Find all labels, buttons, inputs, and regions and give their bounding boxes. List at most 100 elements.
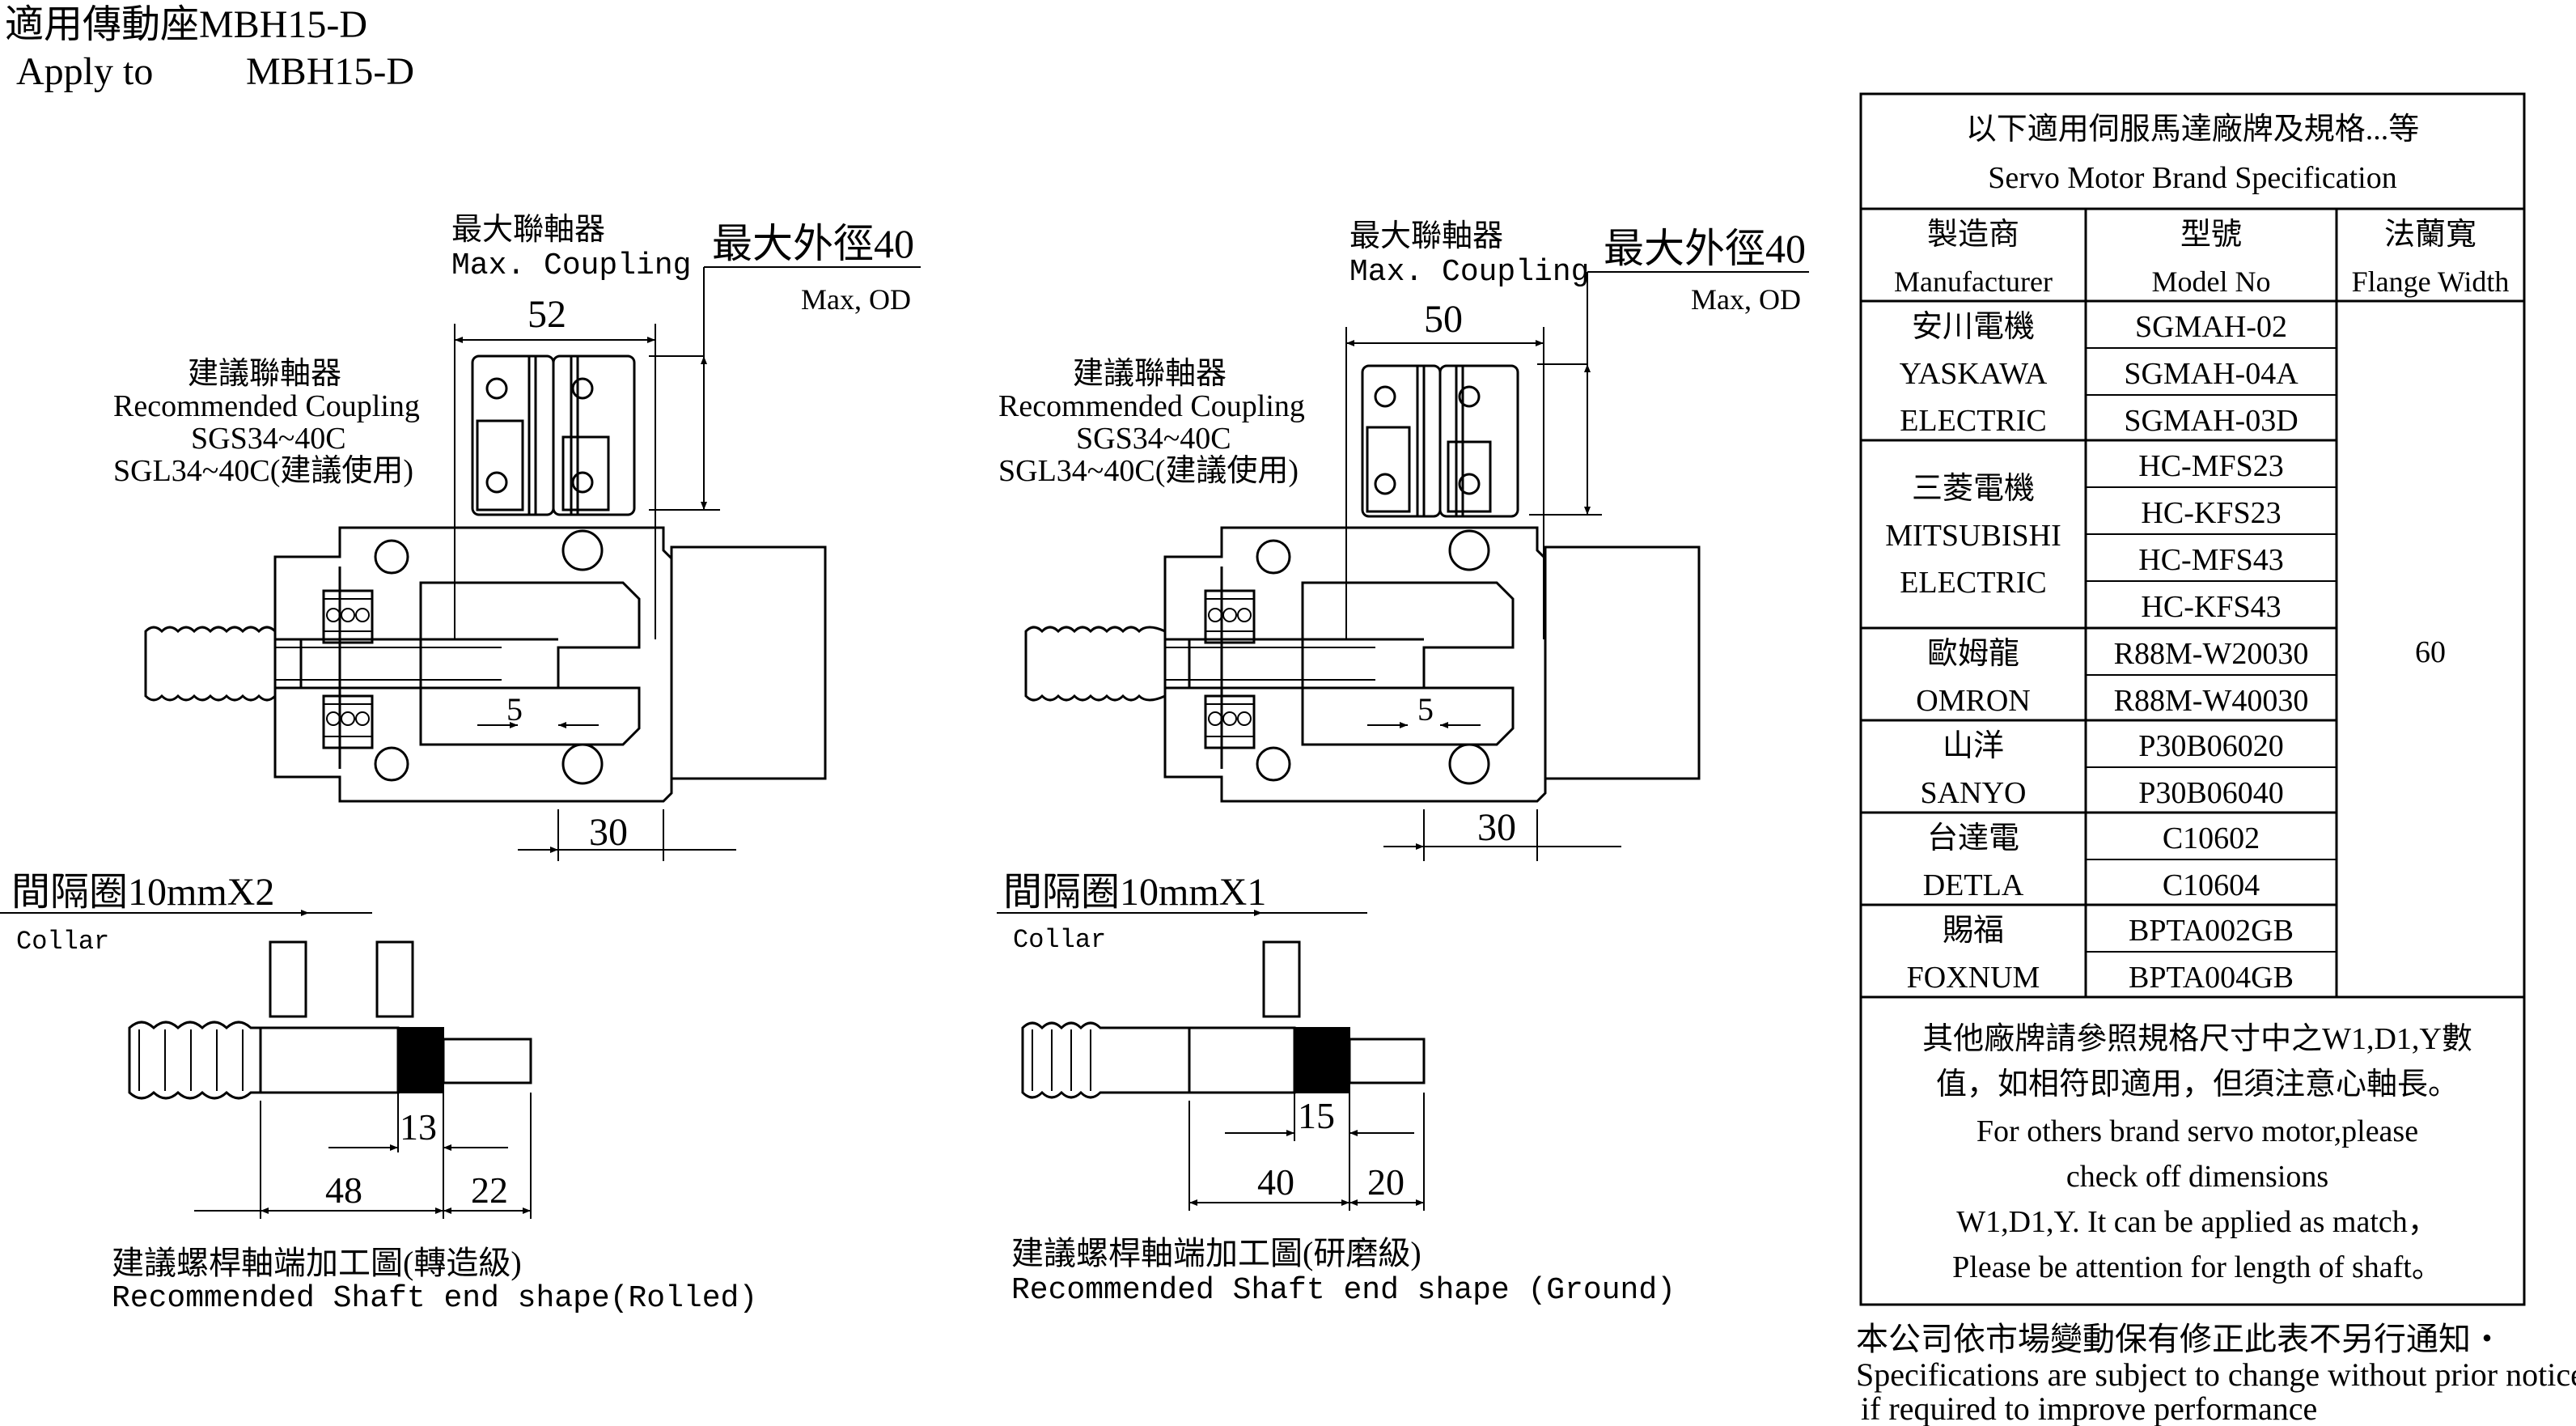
brand-yaskawa-en-2: ELECTRIC: [1900, 404, 2047, 438]
model-hc-kfs23: HC-KFS23: [2141, 496, 2281, 530]
note-en-3: W1,D1,Y. It can be applied as match，: [1956, 1205, 2438, 1239]
spec-table: 以下適用伺服馬達廠牌及規格...等 Servo Motor Brand Spec…: [1859, 92, 2526, 1306]
left-dim-5: 5: [506, 691, 523, 728]
right-dim-5: 5: [1417, 691, 1434, 728]
model-sgmah-04a: SGMAH-04A: [2124, 357, 2298, 391]
right-rec-coupling-zh: 建議聯軸器: [1073, 357, 1227, 391]
left-shaft-end-shape: [128, 1021, 532, 1100]
brand-mitsubishi-en-2: ELECTRIC: [1900, 566, 2047, 600]
col-model-en: Model No: [2152, 265, 2271, 298]
model-r88m-w20030: R88M-W20030: [2114, 637, 2309, 671]
right-max-coupling-en: Max. Coupling: [1349, 255, 1589, 290]
left-rec-coupling-zh: 建議聯軸器: [188, 357, 341, 391]
note-en-4: Please be attention for length of shaft。: [1952, 1250, 2443, 1284]
right-collar-zh: 間隔圈10mmX1: [1003, 871, 1266, 914]
brand-sanyo-zh: 山洋: [1943, 729, 2004, 763]
left-screw-shaft: [144, 626, 558, 702]
left-max-coupling-en: Max. Coupling: [451, 248, 691, 283]
right-dim-15: 15: [1298, 1095, 1335, 1136]
right-collar-1: [1262, 940, 1301, 1018]
right-support-housing: [1163, 526, 1701, 803]
left-collar-zh: 間隔圈10mmX2: [11, 871, 274, 914]
brand-yaskawa-en: YASKAWA: [1900, 357, 2048, 391]
left-max-od-zh: 最大外徑40: [712, 221, 914, 266]
brand-foxnum-en: FOXNUM: [1907, 961, 2040, 995]
left-dim-22: 22: [471, 1169, 508, 1211]
col-flange-zh: 法蘭寬: [2384, 218, 2476, 252]
brand-foxnum-zh: 賜福: [1943, 914, 2004, 948]
brand-delta-en: DETLA: [1923, 868, 2024, 902]
right-coupling-width: 50: [1424, 298, 1463, 341]
model-hc-kfs43: HC-KFS43: [2141, 590, 2281, 624]
right-rec-coupling-model-2: SGL34~40C(建議使用): [998, 454, 1299, 488]
flange-value: 60: [2415, 635, 2446, 669]
brand-omron-en: OMRON: [1916, 684, 2030, 718]
left-dim-13: 13: [400, 1106, 437, 1148]
brand-omron-zh: 歐姆龍: [1927, 637, 2019, 671]
right-dim-30: 30: [1477, 806, 1516, 849]
model-sgmah-02: SGMAH-02: [2135, 310, 2287, 344]
model-p30b06020: P30B06020: [2138, 729, 2283, 763]
right-shaft-caption-en: Recommended Shaft end shape (Ground): [1011, 1273, 1676, 1308]
brand-yaskawa-zh: 安川電機: [1912, 310, 2035, 344]
col-manufacturer-en: Manufacturer: [1894, 265, 2053, 298]
note-en-1: For others brand servo motor,please: [1976, 1114, 2418, 1148]
brand-mitsubishi-zh: 三菱電機: [1912, 472, 2035, 506]
model-bpta004gb: BPTA004GB: [2129, 961, 2294, 995]
footer-notice-zh: 本公司依市場變動保有修正此表不另行通知・: [1856, 1321, 2503, 1357]
left-coupling-width: 52: [527, 293, 566, 336]
right-shaft-caption-zh: 建議螺桿軸端加工圖(研磨級): [1011, 1235, 1421, 1271]
right-rec-coupling-en: Recommended Coupling: [998, 389, 1305, 423]
note-zh-1: 其他廠牌請參照規格尺寸中之W1,D1,Y數: [1922, 1022, 2472, 1056]
left-collar-2: [375, 940, 414, 1018]
right-assembly-view: 最大聯軸器 Max. Coupling 最大外徑40 Max, OD 50 建議…: [997, 219, 1809, 1308]
left-max-od-en: Max, OD: [801, 283, 911, 316]
model-sgmah-03d: SGMAH-03D: [2124, 404, 2298, 438]
right-shaft-end-shape: [1021, 1021, 1426, 1099]
right-max-od-en: Max, OD: [1691, 283, 1801, 316]
left-shaft-caption-en: Recommended Shaft end shape(Rolled): [112, 1281, 757, 1316]
apply-to-label: Apply to: [16, 50, 153, 93]
col-manufacturer-zh: 製造商: [1927, 218, 2019, 252]
model-p30b06040: P30B06040: [2138, 776, 2283, 810]
left-shaft-caption-zh: 建議螺桿軸端加工圖(轉造級): [112, 1245, 522, 1281]
right-screw-shaft: [1024, 626, 1424, 702]
left-rec-coupling-model-2: SGL34~40C(建議使用): [113, 454, 413, 488]
right-coupling: [1361, 364, 1519, 518]
left-dim-30: 30: [589, 811, 628, 854]
brand-sanyo-en: SANYO: [1921, 776, 2027, 810]
col-flange-en: Flange Width: [2352, 265, 2510, 298]
note-zh-2: 值，如相符即適用，但須注意心軸長。: [1936, 1067, 2459, 1101]
left-rec-coupling-en: Recommended Coupling: [113, 389, 420, 423]
footer-notice-en-2: if required to improve performance: [1861, 1390, 2317, 1426]
spec-title-en: Servo Motor Brand Specification: [1988, 161, 2397, 195]
brand-mitsubishi-en: MITSUBISHI: [1885, 519, 2061, 553]
model-r88m-w40030: R88M-W40030: [2114, 684, 2309, 718]
model-bpta002gb: BPTA002GB: [2129, 914, 2294, 948]
right-max-od-zh: 最大外徑40: [1604, 226, 1806, 271]
footer-notice-en-1: Specifications are subject to change wit…: [1856, 1356, 2576, 1393]
spec-title-zh: 以下適用伺服馬達廠牌及規格...等: [1966, 112, 2420, 146]
brand-delta-zh: 台達電: [1927, 821, 2019, 855]
apply-to-model: MBH15-D: [246, 50, 414, 93]
model-c10604: C10604: [2163, 868, 2260, 902]
right-collar-en: Collar: [1013, 925, 1106, 955]
model-c10602: C10602: [2163, 821, 2260, 855]
right-dim-40: 40: [1257, 1161, 1294, 1203]
left-max-coupling-zh: 最大聯軸器: [451, 213, 605, 247]
left-dim-48: 48: [325, 1169, 362, 1211]
header-title: 適用傳動座MBH15-D: [5, 3, 367, 46]
left-collar-1: [269, 940, 307, 1018]
model-hc-mfs43: HC-MFS43: [2138, 543, 2284, 577]
note-en-2: check off dimensions: [2066, 1160, 2328, 1194]
left-collar-en: Collar: [16, 927, 109, 957]
spec-table-border: [1859, 92, 2526, 1306]
left-rec-coupling-model-1: SGS34~40C: [191, 422, 346, 456]
right-max-coupling-zh: 最大聯軸器: [1349, 219, 1503, 253]
model-hc-mfs23: HC-MFS23: [2138, 449, 2284, 483]
left-support-housing: [273, 526, 827, 803]
right-rec-coupling-model-1: SGS34~40C: [1076, 422, 1231, 456]
col-model-zh: 型號: [2180, 218, 2242, 252]
right-dim-20: 20: [1367, 1161, 1405, 1203]
